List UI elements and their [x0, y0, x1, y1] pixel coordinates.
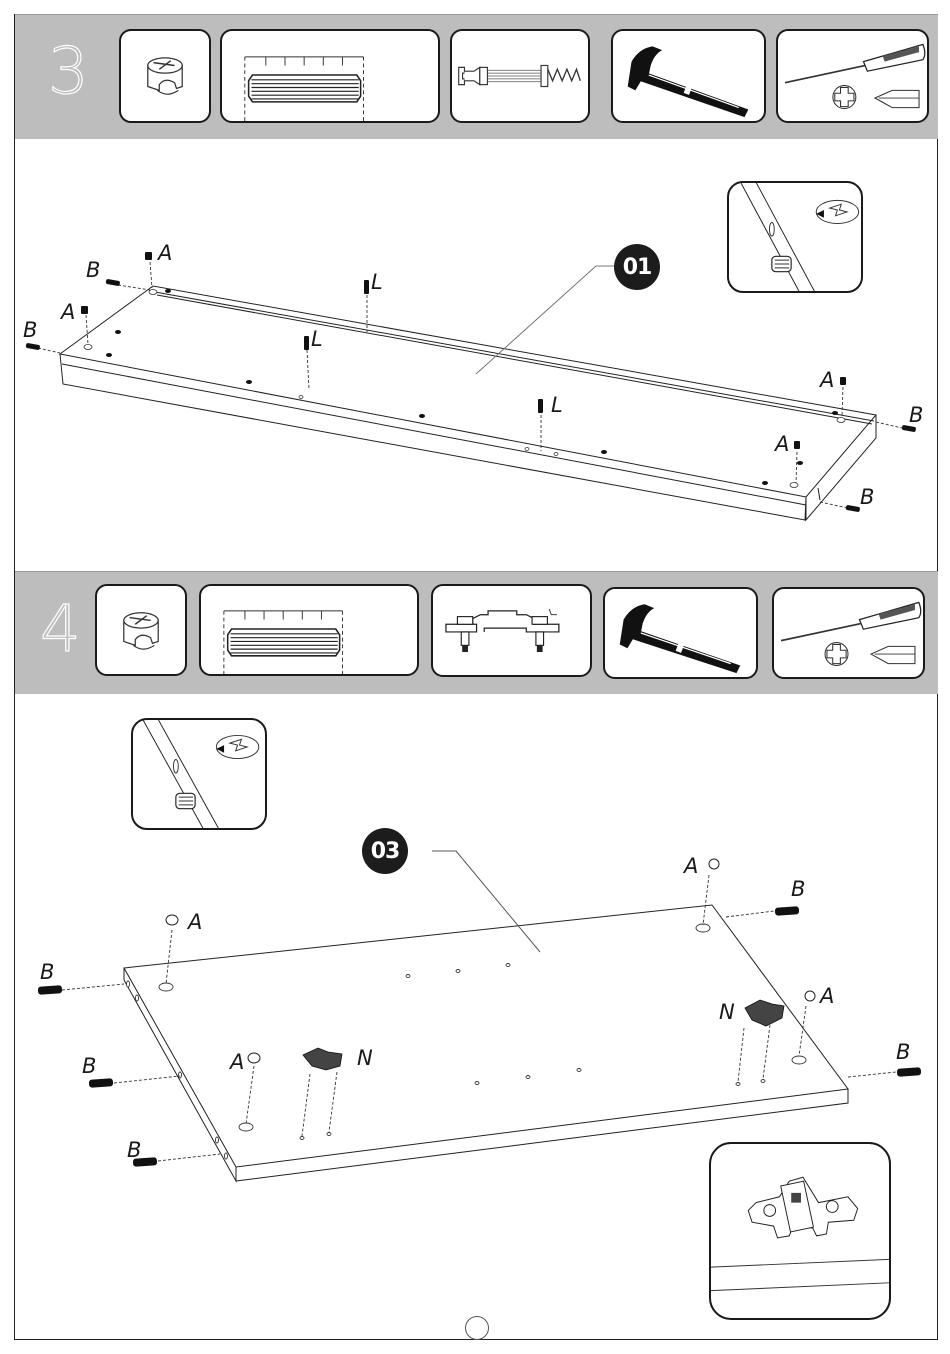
part-label-n: N [357, 1048, 373, 1069]
step-4-number: 4 [40, 598, 81, 662]
cam-lock-rotation-icon [133, 720, 265, 828]
part-label-a: A [188, 912, 202, 933]
hinge-plate-detail-inset [709, 1142, 891, 1320]
hammer-box [603, 587, 758, 679]
part-label-b: B [791, 879, 805, 900]
part-label-a: A [775, 434, 789, 455]
part-label-l: L [551, 395, 563, 416]
hinge-mounting-plate-icon [433, 586, 590, 675]
panel-callout-03: 03 [362, 828, 408, 874]
panel-callout-01: 01 [614, 244, 660, 290]
part-label-b: B [40, 962, 54, 983]
flat-tip-icon [871, 646, 915, 663]
screwdriver-box [772, 587, 925, 679]
cam-lock-fitting-box [95, 584, 187, 676]
dowel-ruler-icon [201, 586, 417, 674]
part-label-b: B [127, 1140, 141, 1161]
part-label-b: B [86, 260, 100, 281]
part-label-b: B [909, 405, 923, 426]
part-label-a: A [158, 243, 172, 264]
part-label-a: A [61, 302, 75, 323]
cam-lock-fitting-icon [97, 586, 185, 674]
hinge-plate-box [431, 584, 592, 677]
hammer-icon [605, 589, 756, 677]
screwdriver-icon [774, 589, 923, 677]
part-label-b: B [860, 487, 874, 508]
part-label-l: L [311, 329, 323, 350]
page-number-marker [465, 1316, 489, 1340]
cam-lock-detail-inset [727, 181, 863, 293]
part-label-a: A [820, 986, 834, 1007]
cam-lock-rotation-icon [729, 183, 861, 291]
part-label-b: B [23, 320, 37, 341]
part-label-a: A [684, 856, 698, 877]
part-label-l: L [371, 272, 383, 293]
ruler-dowel-box [199, 584, 419, 676]
hinge-plate-mounted-icon [711, 1144, 889, 1318]
part-label-b: B [82, 1056, 96, 1077]
cam-lock-detail-inset [131, 718, 267, 830]
part-label-n: N [719, 1002, 735, 1023]
part-label-b: B [896, 1042, 910, 1063]
part-label-a: A [230, 1052, 244, 1073]
part-label-a: A [820, 370, 834, 391]
